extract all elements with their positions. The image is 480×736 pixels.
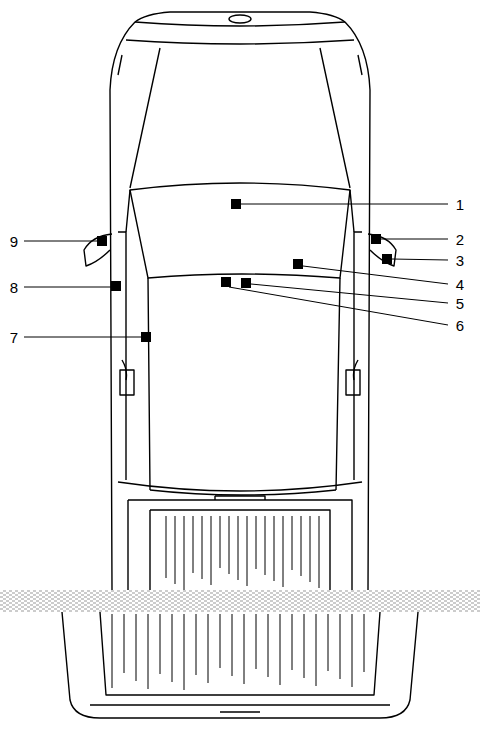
callout-number: 5: [456, 296, 464, 311]
callout-number: 6: [456, 318, 464, 333]
callout-number: 2: [456, 232, 464, 247]
callout-number: 7: [10, 330, 18, 345]
callout-number: 9: [10, 234, 18, 249]
callout-number: 3: [456, 253, 464, 268]
callout-number: 4: [456, 277, 464, 292]
callout-number: 1: [456, 197, 464, 212]
callout-number: 8: [10, 280, 18, 295]
